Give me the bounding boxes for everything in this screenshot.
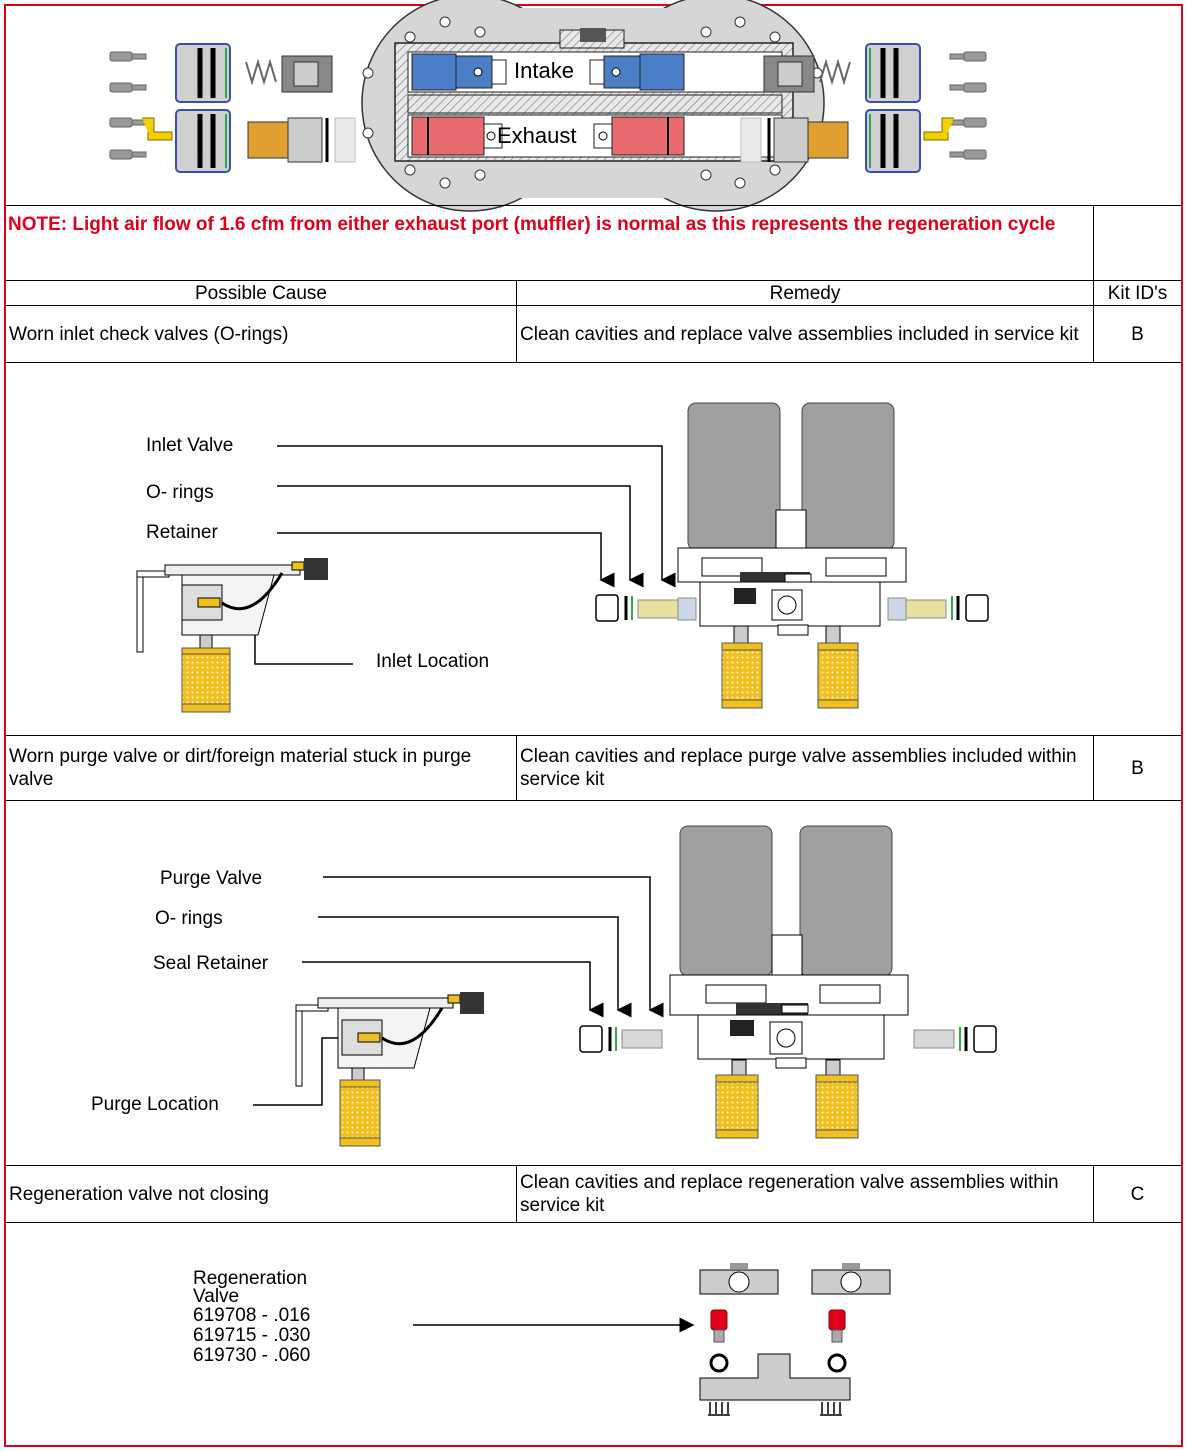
regen-part-1: 619708 - .016 [193,1305,311,1326]
grid-line [6,280,1181,281]
grid-line [1093,735,1094,800]
inlet-valve-label: Inlet Valve [146,435,234,456]
regen-part-3: 619730 - .060 [193,1345,311,1366]
header-possible-cause: Possible Cause [194,282,328,304]
regeneration-note: NOTE: Light air flow of 1.6 cfm from eit… [8,214,1056,235]
regen-title-line2: Valve [193,1286,240,1307]
grid-line [516,280,517,362]
row1-kit: B [1131,323,1144,345]
grid-line [6,1222,1181,1223]
intake-label: Intake [512,58,576,83]
exhaust-label: Exhaust [497,123,577,148]
grid-line [6,800,1181,801]
purge-valve-label: Purge Valve [160,868,263,889]
row3-kit: C [1130,1183,1145,1205]
row2-remedy: Clean cavities and replace purge valve a… [520,746,1077,790]
inlet-location-label: Inlet Location [376,651,490,672]
row3-remedy: Clean cavities and replace regeneration … [520,1172,1059,1216]
regen-title-line1: Regeneration [193,1268,308,1289]
purge-location-label: Purge Location [91,1094,219,1115]
purge-o-rings-label: O- rings [155,908,223,929]
row2-cause: Worn purge valve or dirt/foreign materia… [9,746,472,790]
dryer-cross-section-diagram [109,0,987,212]
grid-line [516,1165,517,1222]
grid-line [1093,205,1094,362]
inlet-o-rings-label: O- rings [146,482,214,503]
row2-kit: B [1131,757,1144,779]
regen-part-2: 619715 - .030 [193,1325,311,1346]
row3-cause: Regeneration valve not closing [9,1183,269,1205]
grid-line [6,1165,1181,1166]
grid-line [1093,1165,1094,1222]
row1-remedy: Clean cavities and replace valve assembl… [520,323,1079,345]
grid-line [6,305,1181,306]
retainer-label: Retainer [146,522,218,543]
grid-line [6,362,1181,363]
page-frame [4,4,1183,1447]
grid-line [6,735,1181,736]
grid-line [516,735,517,800]
seal-retainer-label: Seal Retainer [153,953,269,974]
header-kit-ids: Kit ID's [1107,282,1168,304]
header-remedy: Remedy [769,282,841,304]
grid-line [6,205,1181,206]
row1-cause: Worn inlet check valves (O-rings) [9,323,289,345]
